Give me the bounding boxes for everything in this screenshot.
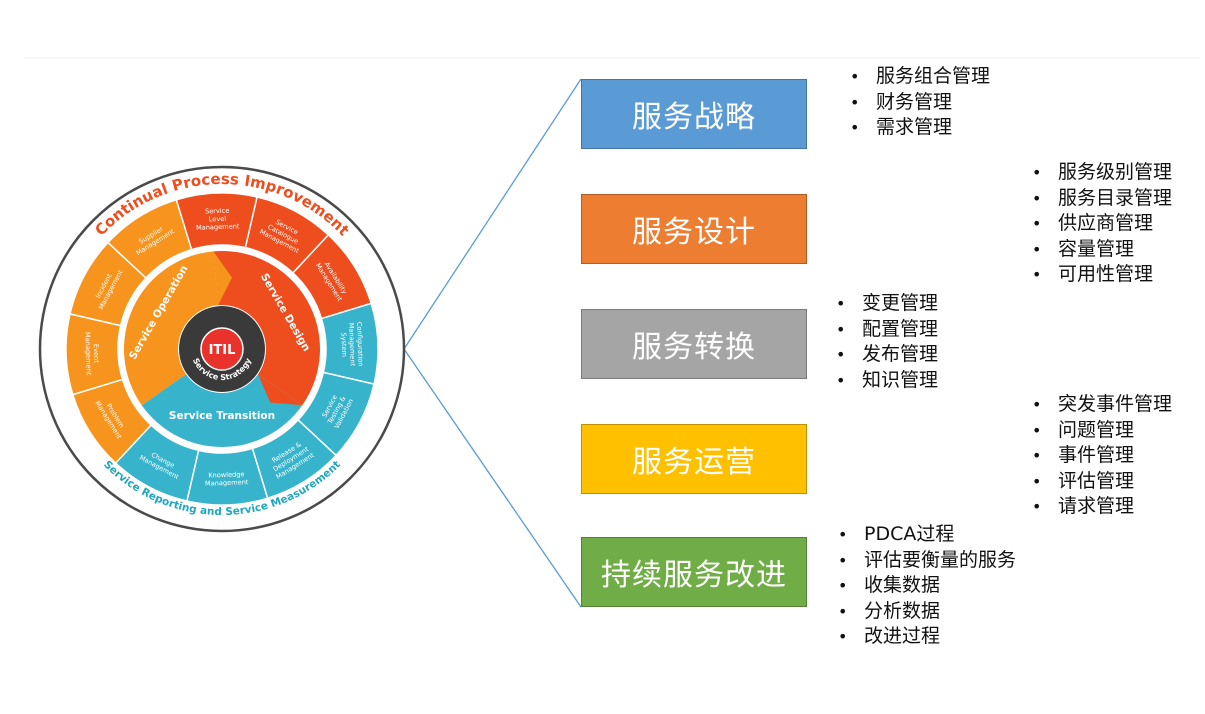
list-item: 容量管理 bbox=[1030, 237, 1172, 263]
phase-box-service-transition: 服务转换 bbox=[581, 309, 807, 379]
phase-label: 服务转换 bbox=[632, 330, 756, 365]
itil-logo bbox=[200, 327, 244, 371]
segment-label-line: Service bbox=[205, 207, 230, 216]
list-item: 发布管理 bbox=[834, 342, 938, 368]
phase-box-continual-improvement: 持续服务改进 bbox=[581, 537, 807, 607]
phase-label: 服务设计 bbox=[632, 215, 756, 250]
list-item: 评估管理 bbox=[1030, 469, 1172, 495]
segment-label-line: Level bbox=[209, 215, 227, 224]
strategy-process-list: 服务组合管理 财务管理 需求管理 bbox=[848, 64, 990, 141]
phase-label: 服务战略 bbox=[632, 100, 756, 135]
segment-label-line: Knowledge bbox=[208, 470, 245, 479]
operation-process-list: 突发事件管理 问题管理 事件管理 评估管理 请求管理 bbox=[1030, 392, 1172, 520]
segment-label-line: Management bbox=[196, 222, 240, 232]
list-item: 服务目录管理 bbox=[1030, 186, 1172, 212]
segment-incident bbox=[69, 241, 147, 327]
segment-label-line: Management bbox=[83, 332, 93, 376]
arrow-head-operation bbox=[213, 251, 233, 306]
list-item: 可用性管理 bbox=[1030, 262, 1172, 288]
list-item: 服务级别管理 bbox=[1030, 160, 1172, 186]
list-item: 收集数据 bbox=[836, 573, 1016, 599]
stage-label-service-transition: Service Transition bbox=[169, 410, 275, 422]
connector-line-bottom bbox=[403, 348, 582, 608]
list-item: 需求管理 bbox=[848, 115, 990, 141]
list-item: 供应商管理 bbox=[1030, 211, 1172, 237]
segment-label-line: Management bbox=[347, 323, 357, 367]
list-item: 分析数据 bbox=[836, 599, 1016, 625]
phase-label: 持续服务改进 bbox=[601, 558, 787, 593]
connector-line-top bbox=[403, 78, 582, 350]
itil-logo-text: ITIL bbox=[209, 343, 236, 358]
stage-service-transition bbox=[141, 374, 303, 447]
phase-box-service-strategy: 服务战略 bbox=[581, 79, 807, 149]
list-item: PDCA过程 bbox=[836, 522, 1016, 548]
list-item: 请求管理 bbox=[1030, 494, 1172, 520]
segment-label-line: Configuration bbox=[355, 322, 365, 367]
design-process-list: 服务级别管理 服务目录管理 供应商管理 容量管理 可用性管理 bbox=[1030, 160, 1172, 288]
list-item: 财务管理 bbox=[848, 90, 990, 116]
list-item: 改进过程 bbox=[836, 624, 1016, 650]
phase-box-service-operation: 服务运营 bbox=[581, 424, 807, 494]
arrow-head-design bbox=[258, 374, 303, 406]
improvement-process-list: PDCA过程 评估要衡量的服务 收集数据 分析数据 改进过程 bbox=[836, 522, 1016, 650]
segment-label-line: Management bbox=[205, 478, 249, 488]
phase-box-service-design: 服务设计 bbox=[581, 194, 807, 264]
list-item: 变更管理 bbox=[834, 291, 938, 317]
list-item: 事件管理 bbox=[1030, 443, 1172, 469]
list-item: 知识管理 bbox=[834, 368, 938, 394]
segment-label-line: Event bbox=[92, 344, 101, 364]
list-item: 服务组合管理 bbox=[848, 64, 990, 90]
transition-process-list: 变更管理 配置管理 发布管理 知识管理 bbox=[834, 291, 938, 393]
list-item: 问题管理 bbox=[1030, 418, 1172, 444]
segment-label-line: System bbox=[339, 332, 348, 357]
list-item: 配置管理 bbox=[834, 317, 938, 343]
list-item: 评估要衡量的服务 bbox=[836, 548, 1016, 574]
stage-service-operation bbox=[124, 251, 219, 406]
list-item: 突发事件管理 bbox=[1030, 392, 1172, 418]
stage-service-design bbox=[213, 251, 320, 406]
phase-label: 服务运营 bbox=[632, 445, 756, 480]
